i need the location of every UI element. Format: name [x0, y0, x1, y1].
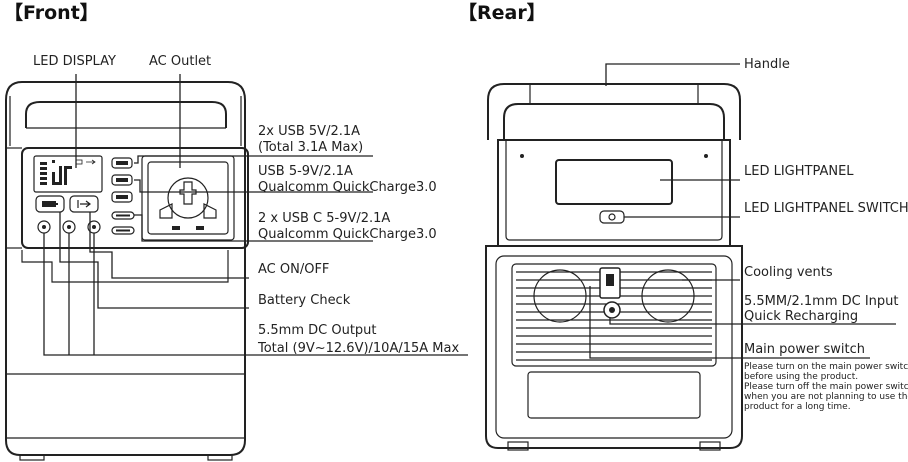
ac-onoff-button: [69, 195, 99, 213]
label-usbc-1: 2 x USB C 5-9V/2.1A: [258, 211, 390, 226]
usb-a-ports: [111, 157, 133, 203]
label-dc-input-2: Quick Recharging: [744, 309, 858, 324]
front-header: 【Front】: [4, 1, 99, 24]
front-device: [5, 81, 249, 461]
label-main-power-switch: Main power switch: [744, 342, 865, 357]
label-dc-output-1: 5.5mm DC Output: [258, 323, 377, 338]
label-dc-output-2: Total (9V~12.6V)/10A/15A Max: [257, 341, 459, 356]
front-leaders: [43, 74, 468, 356]
note-line-3: Please turn off the main power switch: [744, 382, 908, 392]
label-usb-5v-1: 2x USB 5V/2.1A: [258, 124, 360, 139]
lightpanel-switch: [599, 210, 625, 224]
label-usb-5v-2: (Total 3.1A Max): [258, 140, 363, 155]
label-led-lightpanel-switch: LED LIGHTPANEL SWITCH: [744, 201, 908, 216]
led-lightpanel: [555, 159, 673, 205]
label-ac-outlet: AC Outlet: [149, 54, 211, 69]
note-line-1: Please turn on the main power switch: [744, 362, 908, 372]
label-usb-qc-1: USB 5-9V/2.1A: [258, 164, 353, 179]
rear-leaders: [589, 63, 896, 359]
usb-c-ports: [111, 211, 135, 235]
dc-output-jacks: [37, 220, 101, 234]
label-battery-check: Battery Check: [258, 293, 351, 308]
label-led-display: LED DISPLAY: [33, 54, 116, 69]
label-cooling-vents: Cooling vents: [744, 265, 833, 280]
battery-check-button: [35, 195, 65, 213]
note-line-5: product for a long time.: [744, 402, 851, 412]
label-dc-input-1: 5.5MM/2.1mm DC Input: [744, 294, 899, 309]
label-led-lightpanel: LED LIGHTPANEL: [744, 164, 854, 179]
label-usb-qc-2: Qualcomm QuickCharge3.0: [258, 180, 437, 195]
ac-outlet: [141, 155, 235, 241]
note-line-4: when you are not planning to use the: [744, 392, 908, 402]
note-line-2: before using the product.: [744, 372, 858, 382]
rear-header: 【Rear】: [458, 1, 546, 24]
label-usbc-2: Qualcomm QuickCharge3.0: [258, 227, 437, 242]
label-ac-onoff: AC ON/OFF: [258, 262, 329, 277]
rear-device: [485, 83, 743, 451]
label-handle: Handle: [744, 57, 790, 72]
lcd-screen: [33, 155, 103, 193]
